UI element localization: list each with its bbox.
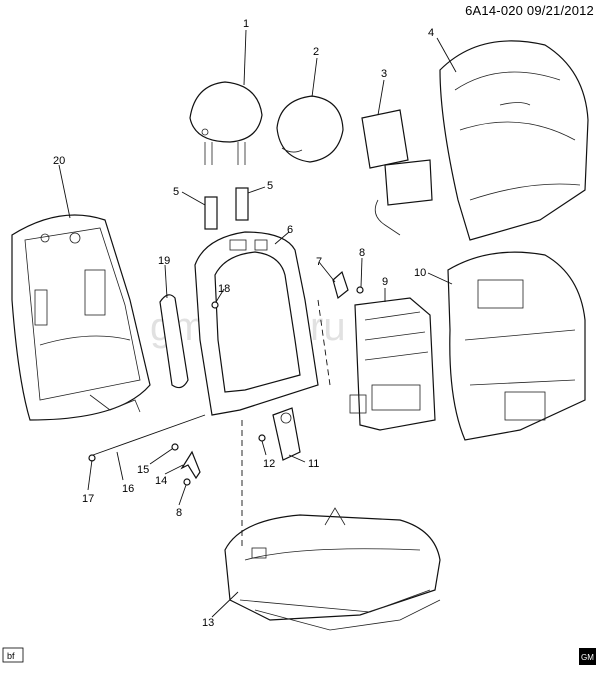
callout-15: 15 xyxy=(137,464,149,476)
callout-17: 17 xyxy=(82,493,94,505)
part-2-headrest-cover xyxy=(276,95,344,163)
part-5-guide-right xyxy=(235,187,249,221)
callout-2: 2 xyxy=(313,46,319,58)
diagram-date: 09/21/2012 xyxy=(526,3,594,18)
callout-11: 11 xyxy=(308,458,319,470)
part-15-screw xyxy=(171,443,179,451)
part-5-guide-left xyxy=(204,196,218,230)
part-7-bracket xyxy=(332,270,349,300)
diagram-header: 6A14-020 09/21/2012 xyxy=(465,3,594,18)
callout-4: 4 xyxy=(428,27,434,39)
corner-tag-text: bf xyxy=(7,651,15,661)
callout-7: 7 xyxy=(316,256,322,268)
part-9-lumbar xyxy=(349,297,436,431)
part-8-screw-lower xyxy=(183,478,191,486)
part-1-headrest xyxy=(189,81,263,165)
part-18-screw xyxy=(211,301,219,309)
gm-logo-text: GM xyxy=(581,653,594,662)
part-16-rod xyxy=(92,414,206,456)
callout-labels: 1 2 3 4 5 5 6 7 8 9 10 11 12 13 14 15 16… xyxy=(53,18,434,629)
callout-1: 1 xyxy=(243,18,249,30)
part-12-screw xyxy=(258,434,266,442)
callout-9: 9 xyxy=(382,276,388,288)
callout-8-lower: 8 xyxy=(176,507,182,519)
callout-12: 12 xyxy=(263,458,275,470)
part-10-back-cushion xyxy=(447,251,586,441)
part-3-pad xyxy=(361,109,433,236)
part-14-clip xyxy=(180,450,201,480)
part-13-seat-assembly xyxy=(224,507,441,631)
part-11-recliner-motor xyxy=(272,407,301,461)
callout-13: 13 xyxy=(202,617,214,629)
callout-8-upper: 8 xyxy=(359,247,365,259)
callout-10: 10 xyxy=(414,267,426,279)
part-6-back-frame xyxy=(194,231,331,416)
callout-3: 3 xyxy=(381,68,387,80)
part-19-side-trim xyxy=(159,294,189,389)
part-20-back-panel xyxy=(11,214,151,421)
callout-14: 14 xyxy=(155,475,167,487)
callout-16: 16 xyxy=(122,483,134,495)
gm-logo: GM xyxy=(579,648,596,665)
callout-6: 6 xyxy=(287,224,293,236)
callout-20: 20 xyxy=(53,155,65,167)
callout-5-left: 5 xyxy=(173,186,179,198)
leader-lines xyxy=(58,29,457,618)
part-8-screw-upper xyxy=(356,286,364,294)
callout-18: 18 xyxy=(218,283,230,295)
callout-5-right: 5 xyxy=(267,180,273,192)
callout-19: 19 xyxy=(158,255,170,267)
diagram-code: 6A14-020 xyxy=(465,3,524,18)
corner-tag: bf xyxy=(2,647,24,663)
part-4-back-cover xyxy=(439,40,589,241)
